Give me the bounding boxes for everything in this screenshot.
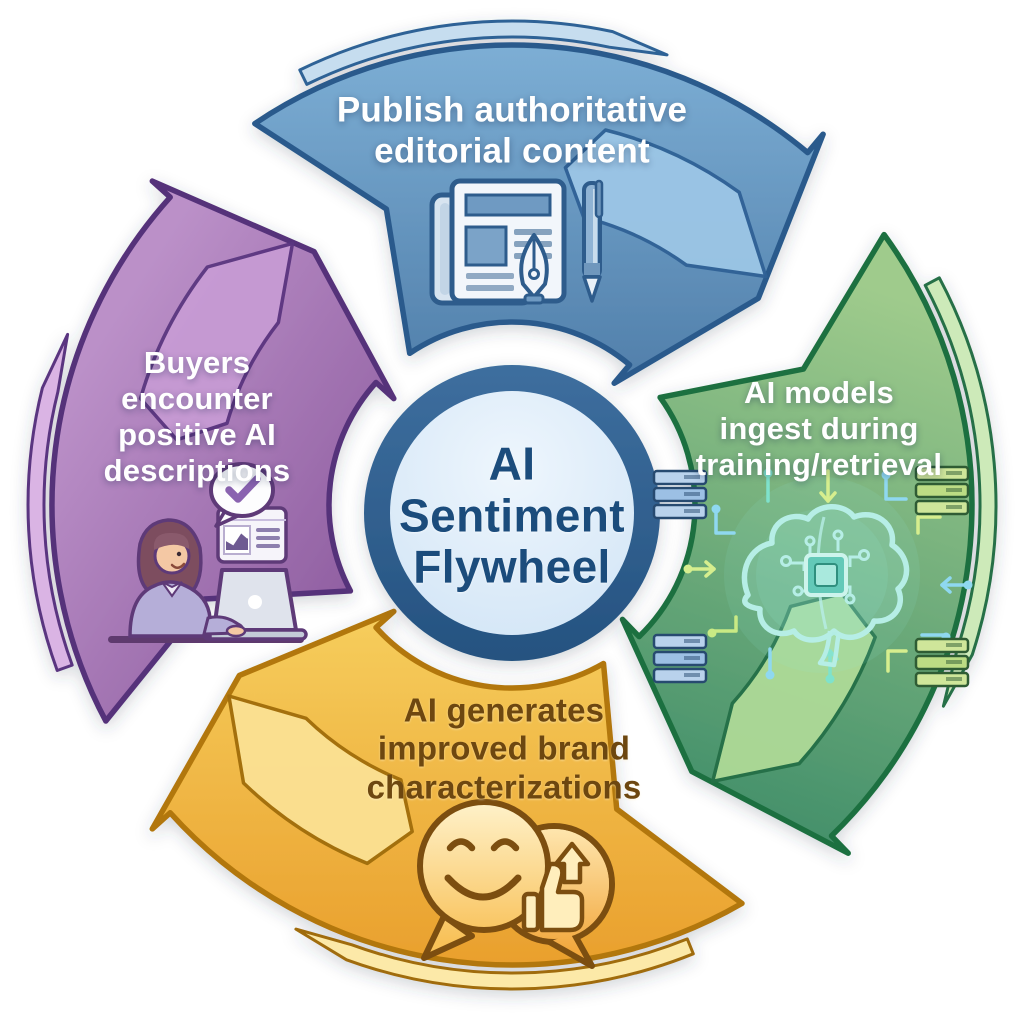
buyer-at-laptop-icon	[108, 462, 308, 643]
buyer-person	[128, 518, 247, 638]
segment-ingest	[619, 231, 998, 856]
segment-echo-ribbon	[26, 332, 74, 672]
segment-arrow-body	[49, 178, 397, 724]
circuit-dots	[683, 468, 973, 684]
center-disc	[390, 391, 634, 635]
checkmark-bubble-icon	[209, 462, 275, 528]
thumbs-up-arrow-icon	[521, 841, 591, 933]
center-hub	[364, 365, 660, 661]
segment-echo-ribbon	[298, 19, 669, 86]
segment-arrow-body	[619, 231, 975, 856]
ballpoint-pen-icon	[582, 179, 604, 303]
laptop-icon	[202, 568, 308, 641]
ai-brain-circuit-icon	[652, 465, 973, 688]
brain-outline	[741, 504, 910, 668]
segment-inner-swoosh-arrow	[710, 591, 877, 784]
flywheel-segments	[26, 19, 998, 991]
segment-inner-swoosh-arrow	[138, 241, 295, 442]
smiley-chat-thumbs-up-icon	[417, 799, 615, 969]
server-stack-icons	[652, 465, 970, 688]
fountain-pen-nib-icon	[519, 233, 549, 305]
newspaper-pen-icon	[429, 178, 604, 306]
segment-inner-swoosh-arrow	[227, 694, 414, 866]
speech-bubble-smiley	[417, 799, 551, 961]
segment-encounter	[26, 178, 397, 724]
segment-echo-ribbon	[923, 276, 998, 708]
